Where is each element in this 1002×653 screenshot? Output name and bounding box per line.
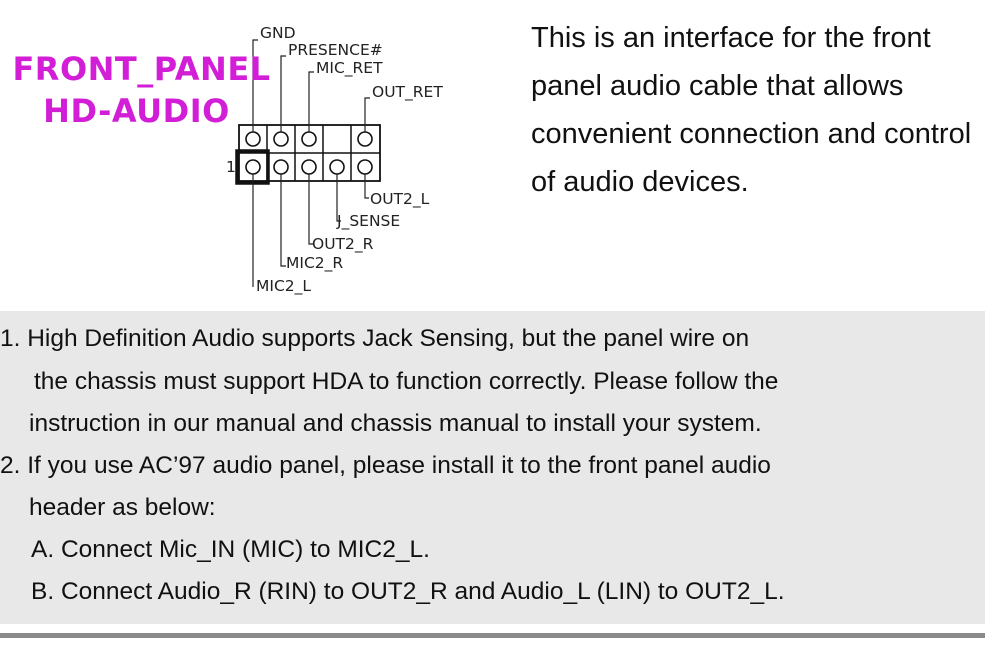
connector-description: This is an interface for the front panel… — [531, 22, 972, 198]
label-gnd: GND — [260, 24, 296, 42]
note-line-5: header as below: — [29, 494, 216, 521]
label-j-sense: J_SENSE — [336, 212, 400, 231]
leader-mic-ret — [308, 71, 314, 132]
pin-mic2-l — [245, 159, 261, 175]
pin-j-sense — [329, 159, 345, 175]
label-out-ret: OUT_RET — [372, 83, 443, 102]
note-line-4: 2. If you use AC’97 audio panel, please … — [0, 452, 771, 479]
leader-out-ret — [364, 97, 370, 132]
leader-out2-r — [308, 174, 313, 245]
pin-presence — [273, 131, 289, 147]
leader-mic2-r — [280, 174, 286, 267]
leader-presence — [280, 55, 286, 132]
connector-title-line2: HD-AUDIO — [43, 92, 230, 130]
leader-out2-l — [364, 174, 369, 199]
notes-panel: 1. High Definition Audio supports Jack S… — [0, 311, 985, 624]
note-line-6: A. Connect Mic_IN (MIC) to MIC2_L. — [31, 536, 430, 563]
pin-mic2-r — [273, 159, 289, 175]
label-mic2-l: MIC2_L — [256, 277, 311, 296]
label-presence: PRESENCE# — [288, 41, 383, 59]
pin-gnd — [245, 131, 261, 147]
note-line-1: 1. High Definition Audio supports Jack S… — [0, 325, 750, 352]
pin-mic-ret — [301, 131, 317, 147]
leader-j-sense — [336, 174, 341, 222]
label-mic2-r: MIC2_R — [286, 254, 343, 273]
leader-gnd — [252, 39, 258, 132]
note-line-3: instruction in our manual and chassis ma… — [29, 410, 762, 437]
label-out2-l: OUT2_L — [370, 190, 430, 209]
label-out2-r: OUT2_R — [312, 235, 374, 254]
pin-out2-r — [301, 159, 317, 175]
note-line-7: B. Connect Audio_R (RIN) to OUT2_R and A… — [31, 578, 785, 605]
pin-out2-l — [357, 159, 373, 175]
connector-diagram: GND PRESENCE# MIC_RET OUT_RET 1 OUT2_L J… — [226, 24, 443, 296]
pin-out-ret — [357, 131, 373, 147]
bottom-rule — [0, 633, 985, 638]
label-mic-ret: MIC_RET — [316, 59, 383, 78]
note-line-2: the chassis must support HDA to function… — [34, 368, 779, 395]
label-pin1: 1 — [226, 158, 236, 176]
connector-title-line1: FRONT_PANEL — [12, 50, 271, 88]
connector-title: FRONT_PANEL HD-AUDIO — [0, 48, 285, 132]
